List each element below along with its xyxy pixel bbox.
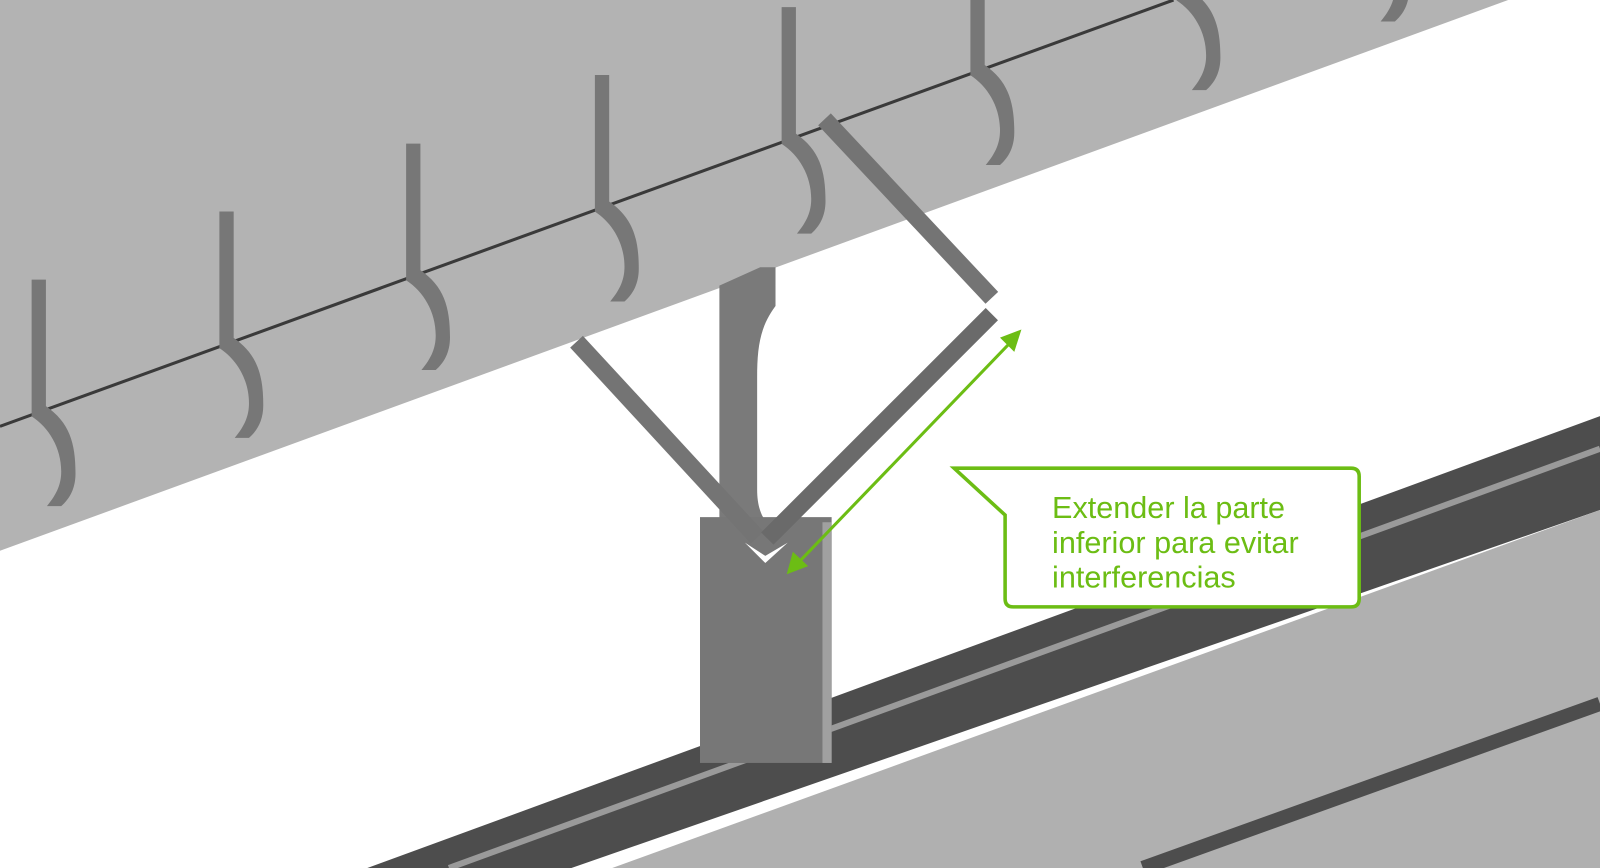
dimension-arrow xyxy=(786,329,1022,575)
annotation-line-2: inferior para evitar xyxy=(1052,526,1299,560)
diagonal-bar-right-upper xyxy=(818,113,999,304)
support-post xyxy=(719,267,776,531)
diagonal-bar-right-lower xyxy=(761,308,998,545)
lower-rail-groove xyxy=(1140,697,1600,868)
annotation-line-3: interferencias xyxy=(1052,561,1236,595)
annotation-callout: Extender la parte inferior para evitar i… xyxy=(949,466,1361,609)
beam-fin xyxy=(1176,0,1221,91)
base-block xyxy=(700,517,832,763)
beam-fin xyxy=(594,75,639,302)
beam-fin xyxy=(781,7,826,234)
beam-fin xyxy=(406,143,450,371)
beam-fin xyxy=(970,0,1015,165)
lower-rail-highlight xyxy=(447,445,1600,868)
beam-fin xyxy=(1380,0,1408,22)
diagonal-bar-left xyxy=(570,335,764,544)
annotation-line-1: Extender la parte xyxy=(1052,491,1285,525)
arrowhead-bottom xyxy=(786,551,809,575)
base-notch xyxy=(744,542,788,564)
beam-fins xyxy=(31,0,1408,507)
beam-fin xyxy=(31,279,76,507)
base-block-edge xyxy=(822,522,832,763)
beam-fin xyxy=(219,211,264,438)
